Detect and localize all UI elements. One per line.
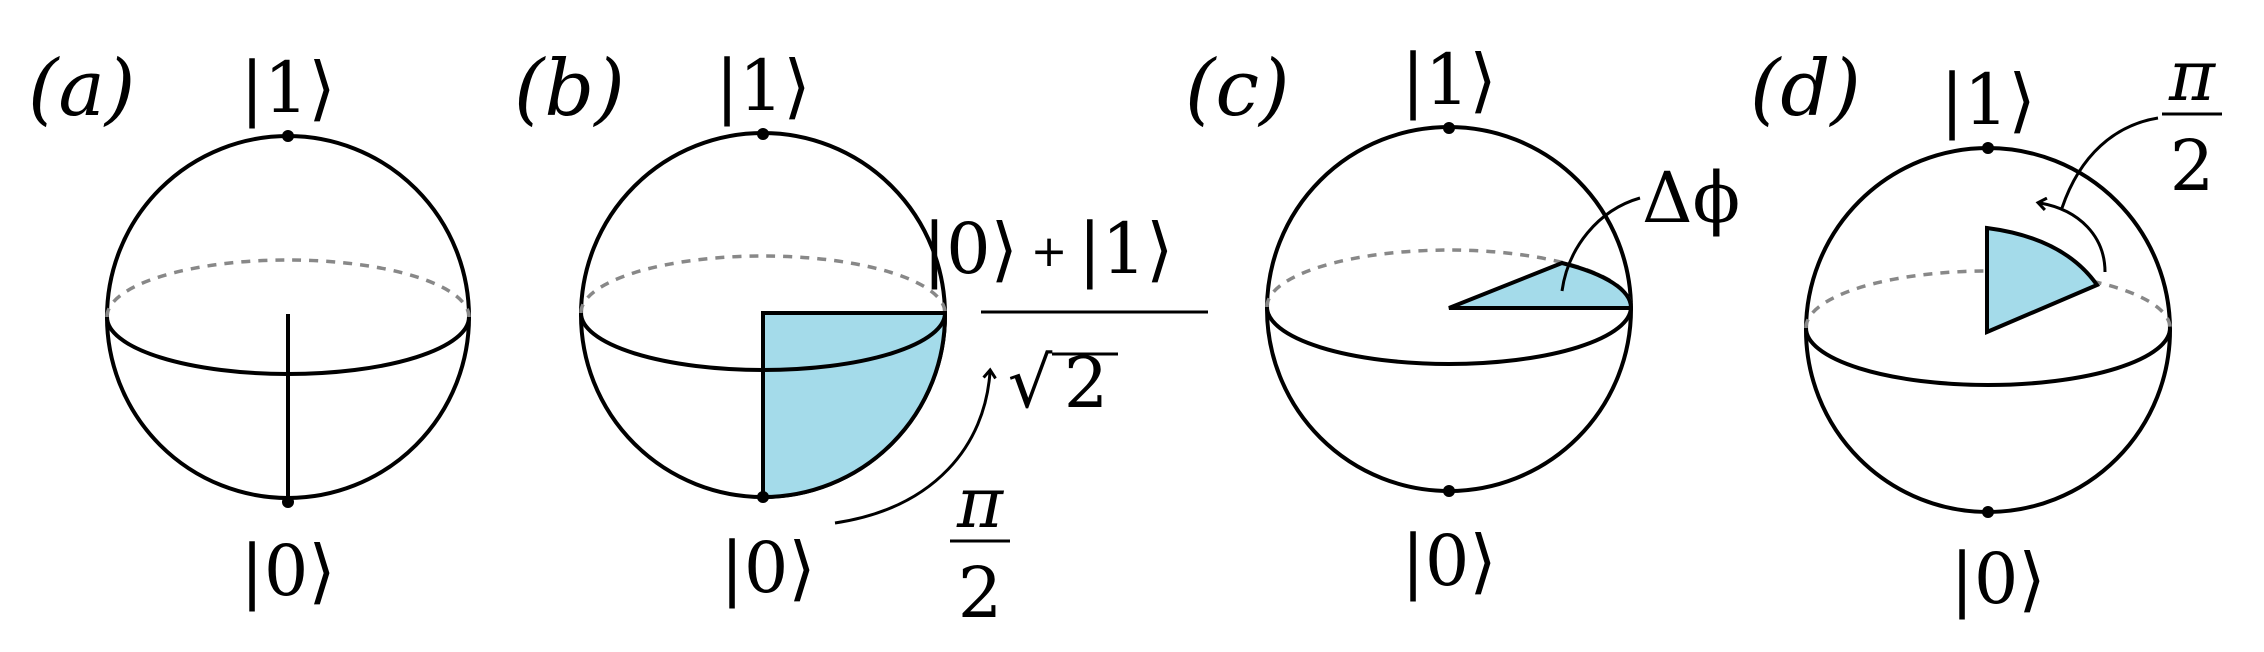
panel-c-top-pole [1443,122,1455,134]
panel-d-angle-pointer [2060,116,2159,209]
panel-d-label: (d) [1750,44,1861,134]
panel-c-phase-pointer [1560,196,1641,292]
panel-d-equator-back [1804,269,2172,329]
panel-c-ket-zero: |0⟩ [1401,520,1496,602]
panel-b-ket-one: |1⟩ [715,45,810,127]
panel-d-ket-zero: |0⟩ [1950,538,2045,620]
panel-b-state-denominator: 2 [1064,342,1109,424]
panel-b-angle-numerator: π [956,462,1005,544]
panel-d-rotation-arrow [2040,203,2107,273]
panel-b-rotation-wedge [761,311,948,500]
panel-b-equator-back [579,254,947,314]
panel-a-equator-back [105,258,471,318]
panel-c-phase-label: Δϕ [1642,157,1740,239]
panel-b-state-ket-one: |1⟩ [1078,208,1173,290]
panel-a-ket-zero: |0⟩ [240,530,335,612]
panel-b-state-sqrt-sign: √ [1008,342,1053,424]
panel-a-label: (a) [28,44,135,134]
panel-a: (a) |1⟩ |0⟩ [28,44,471,612]
panel-d-top-pole [1982,142,1994,154]
panel-b: (b) |1⟩ |0⟩ π 2 |0⟩ + |1⟩ √ 2 [514,44,1208,634]
panel-d-angle-numerator: π [2168,35,2217,117]
panel-c-bottom-pole [1443,485,1455,497]
panel-c-phase-wedge [1448,260,1634,310]
panel-d-equator-front [1804,327,2172,387]
panel-a-bottom-pole [282,496,294,508]
panel-b-ket-zero: |0⟩ [720,527,815,609]
panel-b-state-ket-zero: |0⟩ [923,208,1018,290]
panel-c-equator-back [1265,248,1633,308]
panel-b-state-plus: + [1031,226,1068,277]
panel-c-label: (c) [1185,44,1290,134]
panel-b-rotation-arrow [834,372,990,525]
panel-a-top-pole [282,130,294,142]
panel-b-top-pole [757,128,769,140]
panel-a-ket-one: |1⟩ [240,47,335,129]
panel-b-angle-denominator: 2 [958,552,1003,634]
panel-d-bottom-pole [1982,506,1994,518]
panel-c-equator-front [1265,306,1633,366]
panel-c: (c) |1⟩ |0⟩ Δϕ [1185,39,1740,602]
panel-d-rotation-wedge [1985,225,2101,336]
panel-d: (d) |1⟩ |0⟩ π 2 [1750,35,2222,620]
panel-b-bottom-pole [757,491,769,503]
panel-c-ket-one: |1⟩ [1401,39,1496,121]
panel-b-label: (b) [514,44,625,134]
panel-d-angle-denominator: 2 [2170,125,2215,207]
panel-d-ket-one: |1⟩ [1940,59,2035,141]
